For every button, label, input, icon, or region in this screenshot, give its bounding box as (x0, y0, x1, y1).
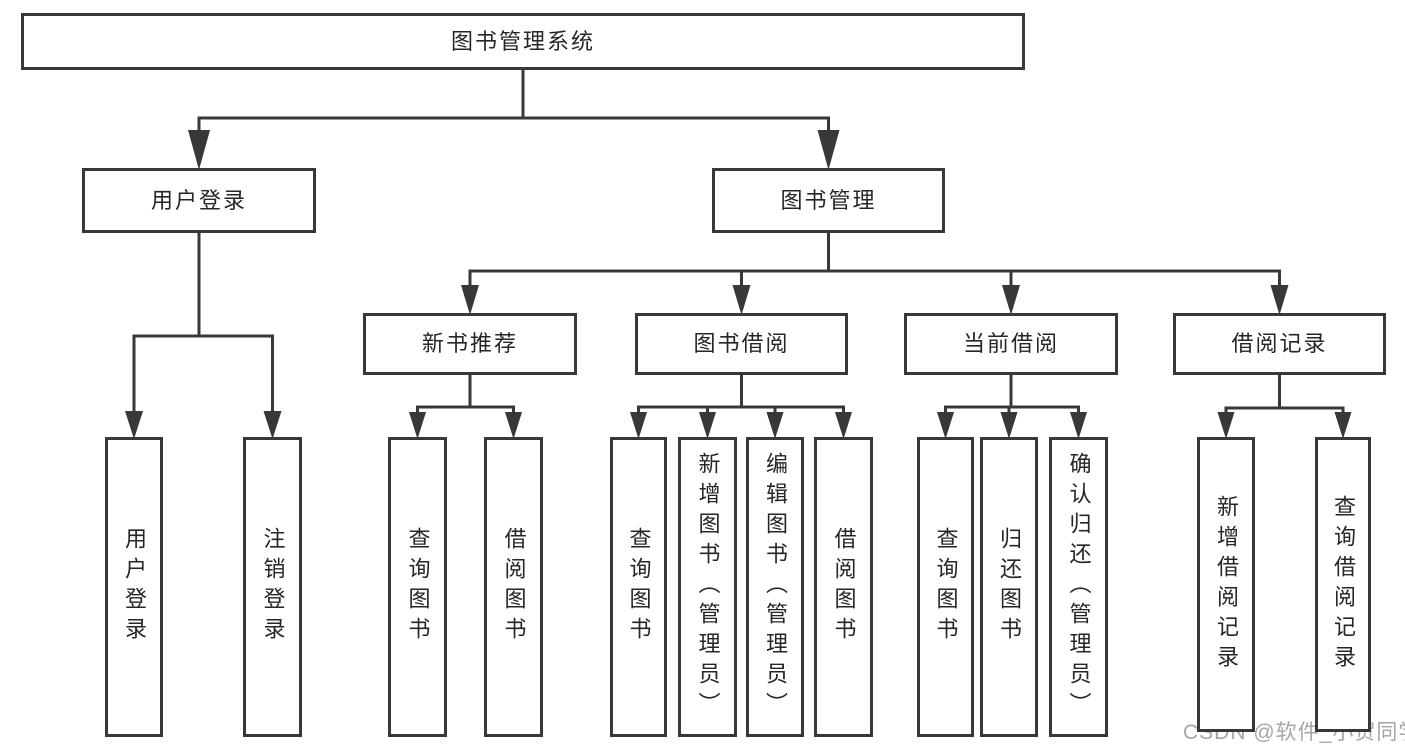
node-logout-leaf: 注销登录 (243, 437, 302, 737)
node-book-mgmt: 图书管理 (712, 168, 945, 233)
node-current-borrow: 当前借阅 (904, 313, 1118, 375)
node-bb-add: 新增图书（管理员） (678, 437, 737, 737)
node-br-query: 查询借阅记录 (1315, 437, 1371, 732)
node-borrow-record: 借阅记录 (1173, 313, 1386, 375)
node-bb-edit: 编辑图书（管理员） (746, 437, 804, 737)
node-bb-query: 查询图书 (610, 437, 667, 737)
node-book-borrow: 图书借阅 (635, 313, 848, 375)
node-cb-return: 归还图书 (980, 437, 1038, 737)
node-br-add: 新增借阅记录 (1197, 437, 1255, 732)
node-root: 图书管理系统 (21, 13, 1025, 70)
node-login-leaf: 用户登录 (105, 437, 163, 737)
node-nb-query: 查询图书 (388, 437, 447, 737)
node-bb-borrow: 借阅图书 (814, 437, 873, 737)
node-new-book: 新书推荐 (363, 313, 577, 375)
node-nb-borrow: 借阅图书 (484, 437, 543, 737)
node-user-login: 用户登录 (82, 168, 316, 233)
node-cb-confirm: 确认归还（管理员） (1049, 437, 1108, 737)
node-cb-query: 查询图书 (917, 437, 974, 737)
